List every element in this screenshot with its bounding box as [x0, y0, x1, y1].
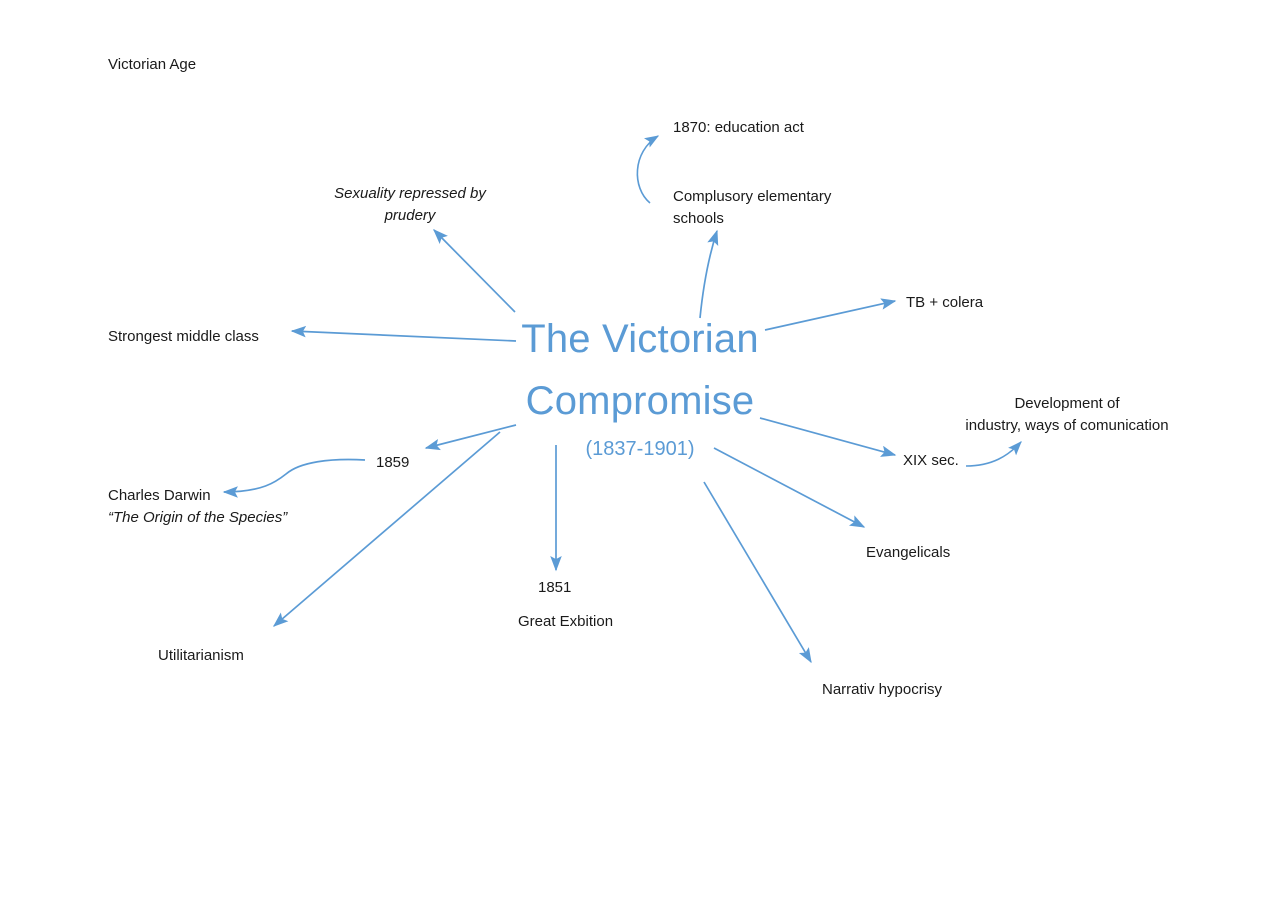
arrow-to-sexuality: [433, 229, 516, 313]
arrow-xix-to-development: [965, 441, 1022, 467]
arrow-1859-to-darwin: [222, 458, 366, 498]
arrow-to-schools: [699, 229, 719, 319]
arrow-schools-to-education-act: [636, 135, 660, 204]
node-year-1851: 1851: [538, 579, 572, 596]
node-tb-colera: TB + colera: [906, 294, 984, 311]
node-compulsory-schools: Complusory elementary schools: [673, 188, 832, 227]
document-heading: Victorian Age: [108, 56, 197, 73]
node-narrative-hypocrisy: Narrativ hypocrisy: [822, 681, 943, 698]
node-great-exhibition: Great Exbition: [518, 613, 614, 630]
arrow-to-narrative-hypocrisy: [703, 481, 812, 664]
node-sexuality-prudery: Sexuality repressed by prudery: [334, 185, 486, 224]
node-evangelicals: Evangelicals: [866, 544, 951, 561]
node-xix-sec: XIX sec.: [903, 452, 959, 469]
node-education-act: 1870: education act: [673, 119, 804, 136]
node-strongest-middle-class: Strongest middle class: [108, 328, 259, 345]
node-charles-darwin: Charles Darwin: [108, 487, 211, 504]
central-topic: The Victorian Compromise (1837-1901): [440, 308, 840, 461]
node-development-industry: Development of industry, ways of comunic…: [965, 395, 1169, 434]
node-year-1859: 1859: [376, 454, 410, 471]
central-topic-title: The Victorian Compromise: [521, 317, 759, 423]
central-topic-dates: (1837-1901): [585, 438, 695, 460]
node-darwin-book-title: “The Origin of the Species”: [108, 509, 288, 526]
node-utilitarianism: Utilitarianism: [158, 647, 244, 664]
